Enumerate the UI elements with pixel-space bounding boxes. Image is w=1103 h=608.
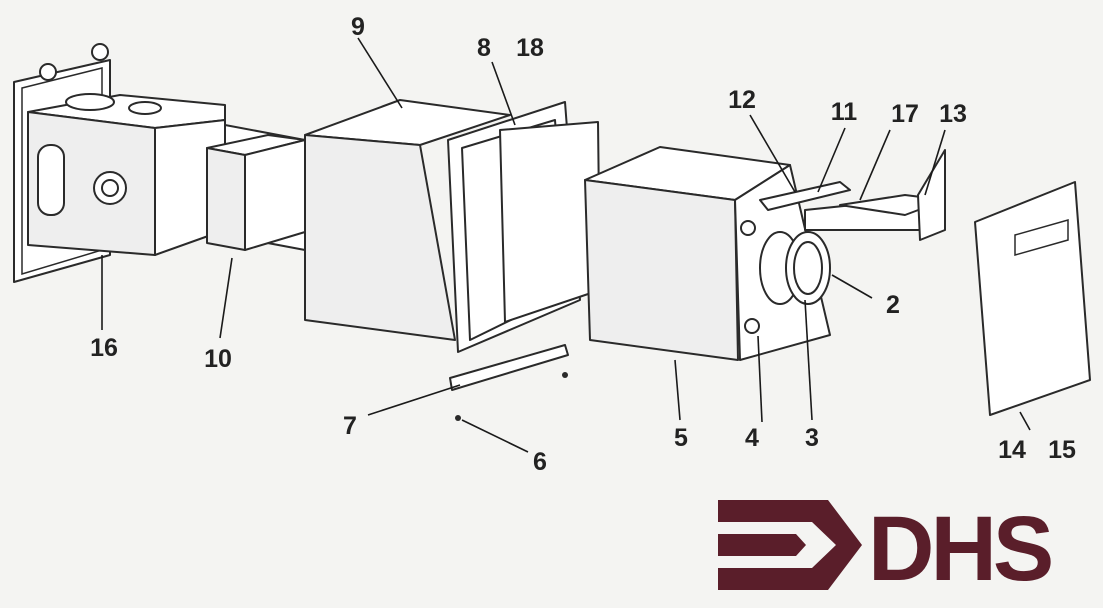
part-14-15-cover [974, 181, 1091, 416]
callout-17: 17 [891, 100, 919, 128]
part-16-mounting-box [13, 43, 226, 283]
part-8-18-frame [447, 101, 601, 353]
block-side [244, 139, 306, 251]
callout-5: 5 [674, 424, 688, 452]
callout-15: 15 [1048, 436, 1076, 464]
frame-back [499, 121, 601, 323]
part-6-screw [455, 415, 461, 421]
part-4-fitting [744, 318, 760, 334]
fitting-right [91, 43, 109, 61]
cover-panel [974, 181, 1091, 416]
dhs-logo-arrow-icon [718, 500, 862, 590]
part-6-screw-2 [562, 372, 568, 378]
callout-7: 7 [343, 412, 357, 440]
callout-13: 13 [939, 100, 967, 128]
housing-front [304, 134, 456, 341]
callout-11: 11 [831, 98, 858, 126]
box-slot [37, 144, 65, 216]
callout-16: 16 [90, 334, 118, 362]
part-13-plate [839, 149, 946, 241]
part-4-fitting-top [740, 220, 756, 236]
part-7-rail [449, 344, 569, 391]
callout-8: 8 [477, 34, 491, 62]
callout-9: 9 [351, 13, 365, 41]
cover-label-window [1014, 219, 1069, 256]
block-front [206, 147, 246, 251]
callout-10: 10 [204, 345, 232, 373]
callout-3: 3 [805, 424, 819, 452]
part-9-housing [304, 99, 511, 341]
callout-2: 2 [886, 291, 900, 319]
box-top-hole [128, 101, 162, 115]
dhs-logo: DHS [718, 498, 1055, 600]
callout-4: 4 [745, 424, 759, 452]
callout-18: 18 [516, 34, 544, 62]
fitting-left [39, 63, 57, 81]
part-10-block [206, 124, 306, 251]
callout-6: 6 [533, 448, 547, 476]
callout-14: 14 [998, 436, 1026, 464]
box-top-slot [65, 93, 115, 111]
callout-12: 12 [728, 86, 756, 114]
cabinet-front [584, 179, 739, 361]
dhs-logo-text: DHS [868, 498, 1051, 600]
